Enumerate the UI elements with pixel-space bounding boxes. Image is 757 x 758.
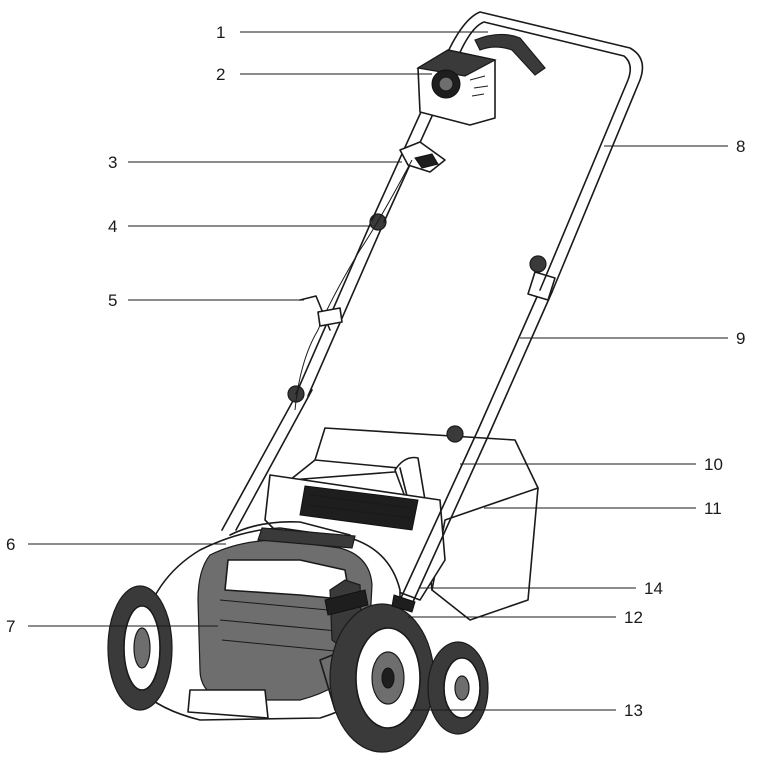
machine-illustration: [107, 11, 644, 753]
lower-handle: [221, 385, 491, 613]
callout-5: 5: [108, 291, 117, 310]
wheel-front-right: [329, 603, 435, 753]
callout-2: 2: [216, 65, 225, 84]
callout-9: 9: [736, 329, 745, 348]
wheel-rear-right: [427, 641, 489, 735]
callout-10: 10: [704, 455, 723, 474]
callout-3: 3: [108, 153, 117, 172]
start-lever: [474, 33, 546, 76]
callout-8: 8: [736, 137, 745, 156]
power-cable: [294, 159, 413, 411]
callout-13: 13: [624, 701, 643, 720]
callout-6: 6: [6, 535, 15, 554]
wheel-front-left: [107, 585, 173, 711]
cable-hook: [399, 141, 446, 173]
callout-12: 12: [624, 608, 643, 627]
callout-4: 4: [108, 217, 117, 236]
callout-11: 11: [704, 499, 722, 518]
callout-labels: 1 2 3 4 5 6 7 8 9 10 11 12 13 14: [6, 23, 745, 720]
callout-14: 14: [644, 579, 663, 598]
callout-7: 7: [6, 617, 15, 636]
switch-box: [416, 49, 497, 126]
callout-1: 1: [216, 23, 225, 42]
callout-leaders: [28, 31, 728, 711]
